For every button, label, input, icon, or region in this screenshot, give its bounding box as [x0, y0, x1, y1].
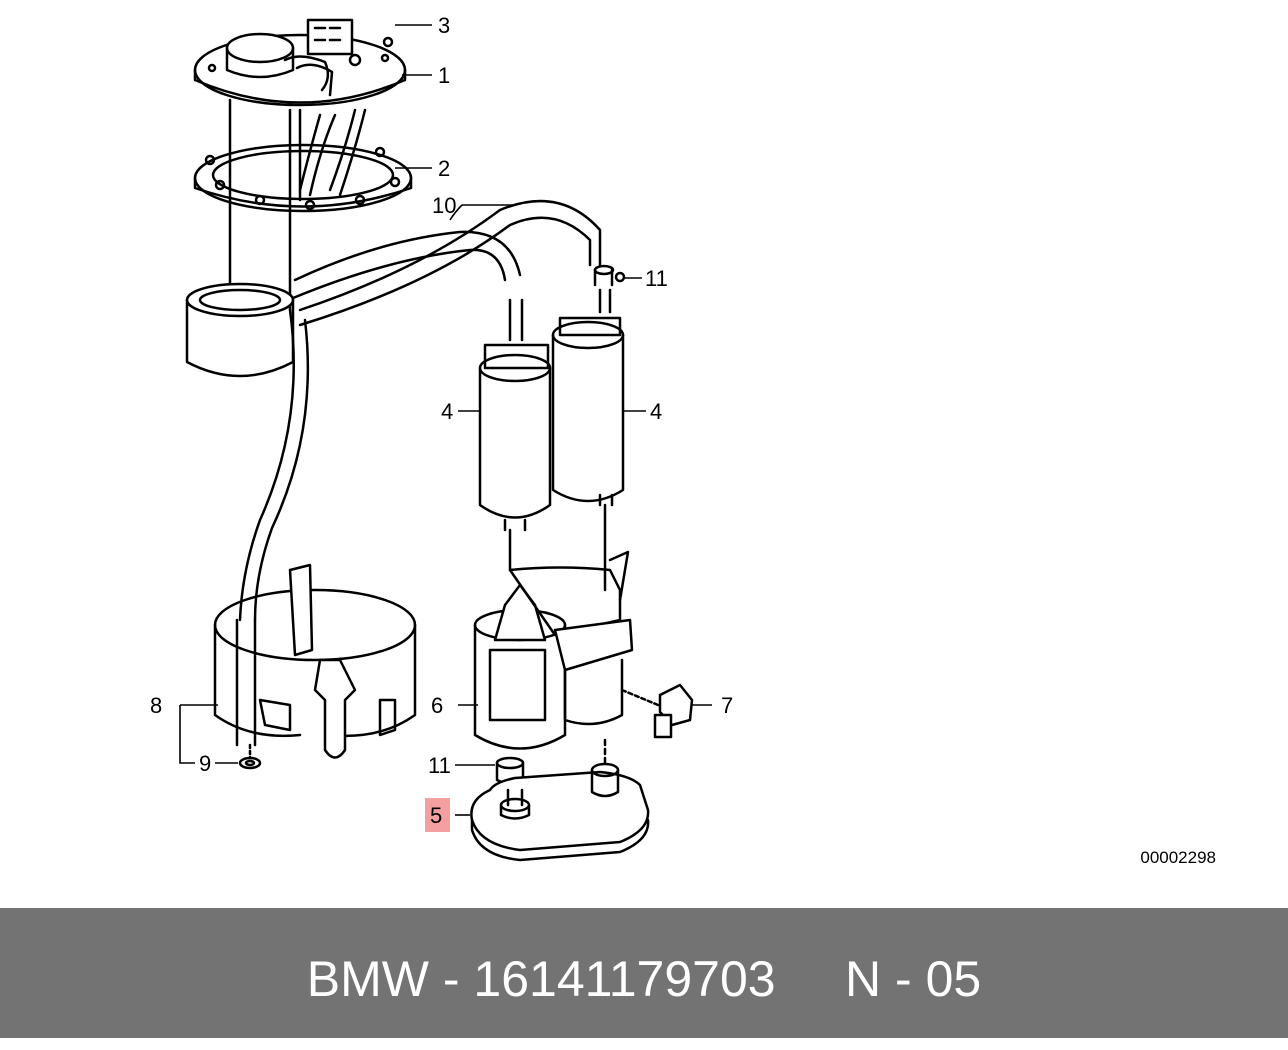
callout-10: 10 [432, 193, 456, 218]
callout-5: 5 [430, 803, 442, 828]
part-number-caption: BMW - 16141179703 N - 05 [306, 951, 982, 1007]
callout-4-left: 4 [441, 399, 453, 424]
callout-11-bottom: 11 [428, 753, 451, 778]
part-10-hoses [238, 199, 602, 622]
callout-labels: 3 1 2 10 11 4 4 8 6 7 9 11 5 [150, 13, 733, 828]
callout-7: 7 [721, 693, 733, 718]
part-7-connector [620, 683, 694, 739]
part-4-left-fuel-pump [478, 298, 552, 572]
callout-4-right: 4 [650, 399, 662, 424]
callout-6: 6 [431, 693, 443, 718]
part-6-pump-housing [473, 550, 634, 750]
callout-1: 1 [438, 63, 450, 88]
callout-2: 2 [438, 156, 450, 181]
exploded-parts-diagram: 3 1 2 10 11 4 4 8 6 7 9 11 5 00002298 [150, 13, 1216, 867]
part-2-sealing-ring [193, 143, 413, 213]
callout-5-highlight [425, 798, 450, 832]
callout-11-top: 11 [645, 266, 668, 291]
callout-8: 8 [150, 693, 162, 718]
part-5-base-plate [470, 738, 650, 862]
leader-lines [179, 24, 712, 816]
callout-3: 3 [438, 13, 450, 38]
float-cup [185, 282, 295, 378]
diagram-reference-number: 00002298 [1140, 848, 1216, 867]
part-1-sender-flange [193, 18, 407, 107]
part-9-washer [238, 743, 262, 770]
part-11-top-clamp [593, 264, 626, 287]
part-4-right-fuel-pump [551, 288, 625, 592]
callout-9: 9 [199, 751, 211, 776]
footer-bar: BMW - 16141179703 N - 05 [0, 908, 1288, 1038]
part-8-tank-basket [213, 563, 417, 759]
